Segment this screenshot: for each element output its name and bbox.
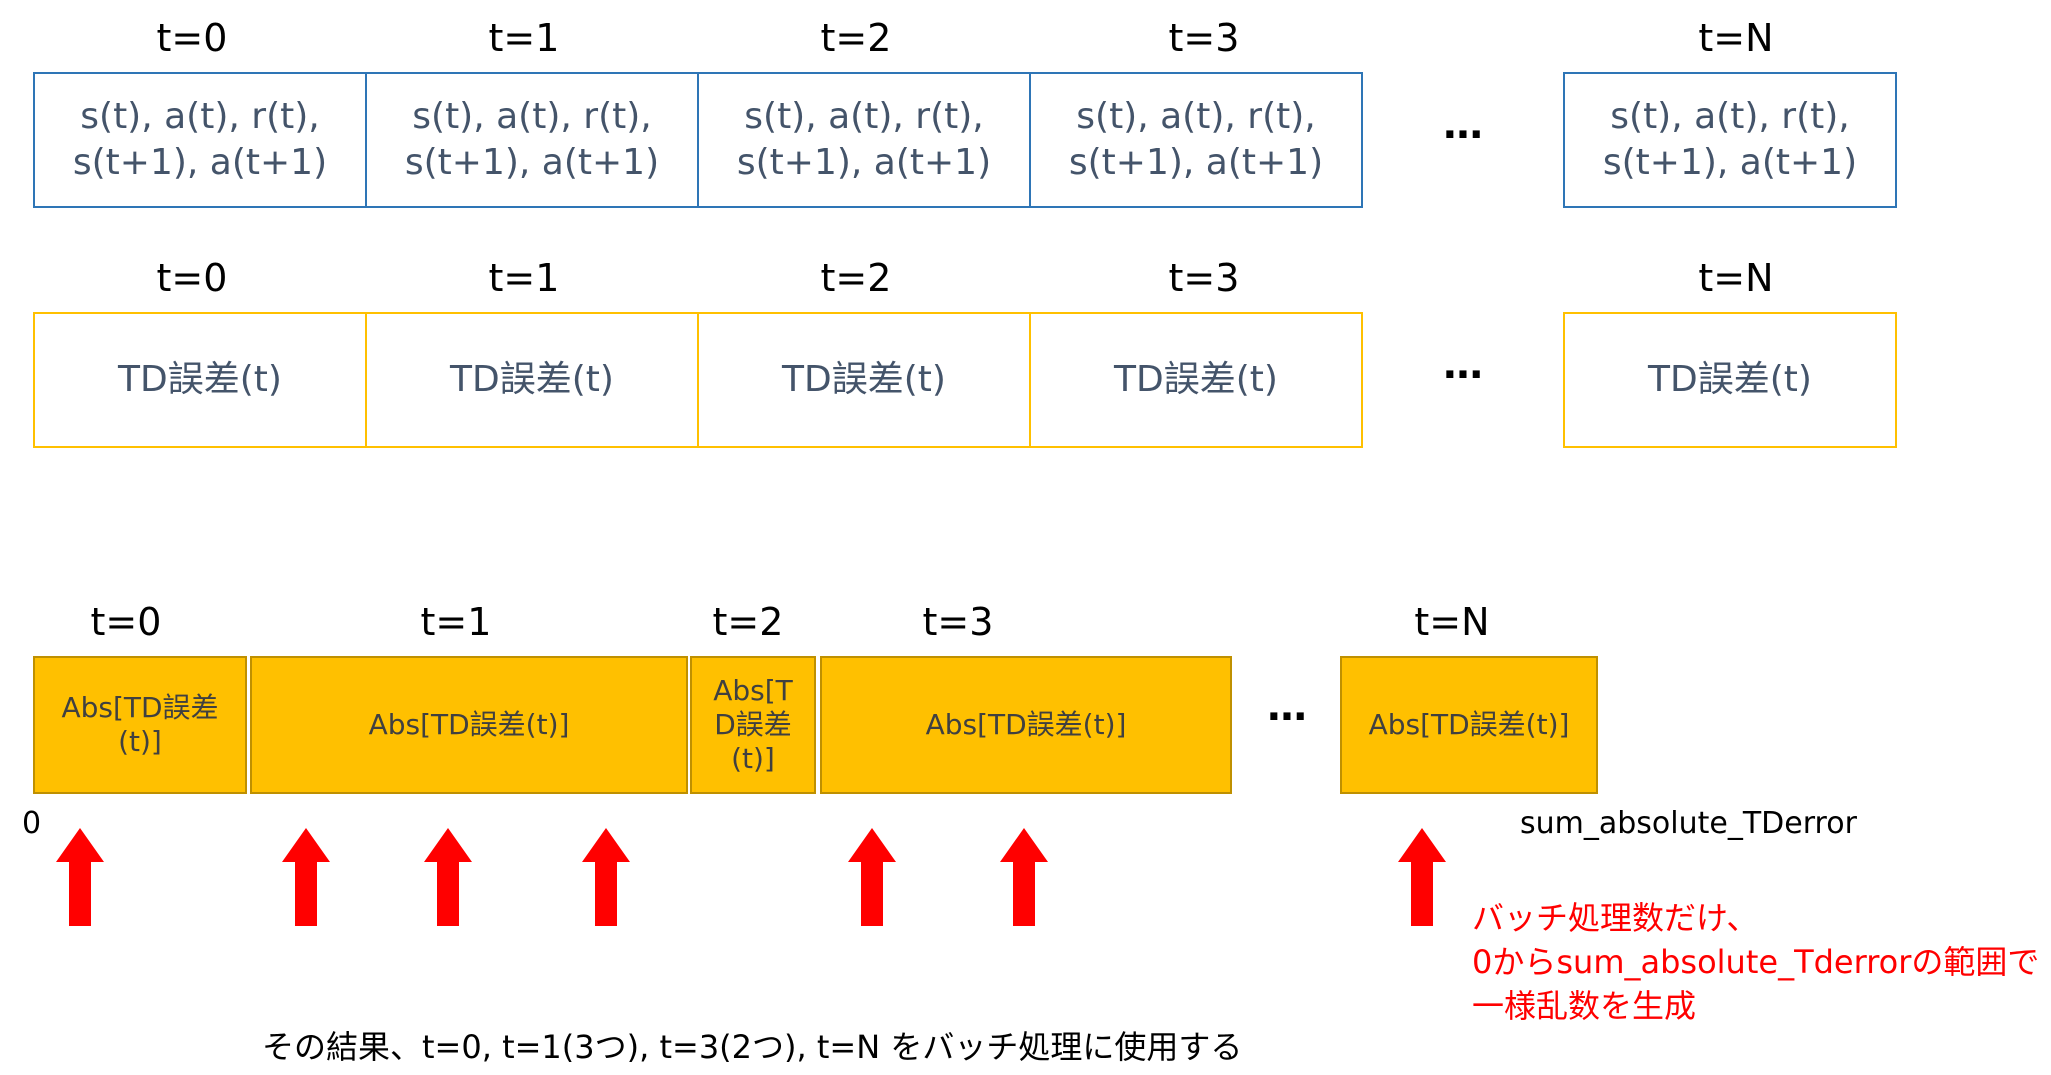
row1-cell-line1: s(t), a(t), r(t), [1610,96,1850,137]
sampling-note-line: バッチ処理数だけ、 [1472,899,1759,937]
row1-cell-line1: s(t), a(t), r(t), [80,96,320,137]
row3-segment-t3: Abs[TD誤差(t)] [820,656,1232,794]
sample-arrow-icon [1398,828,1446,926]
row1-cell-line2: s(t+1), a(t+1) [736,142,992,183]
row1-cell-line1: s(t), a(t), r(t), [1076,96,1316,137]
row3-segment-t1: Abs[TD誤差(t)] [250,656,688,794]
row2-cell-t3: TD誤差(t) [1029,312,1363,448]
row1-cell-line1: s(t), a(t), r(t), [744,96,984,137]
row1-cell-t0: s(t), a(t), r(t), s(t+1), a(t+1) [33,72,367,208]
row2-label-tN: t=N [1698,256,1774,300]
row1-cell-line2: s(t+1), a(t+1) [1068,142,1324,183]
row1-ellipsis: ··· [1442,112,1484,158]
row3-segment-line: (t)] [731,742,775,775]
sampling-note-line: 0からsum_absolute_Tderrorの範囲で [1472,943,2040,981]
sample-arrow-icon [582,828,630,926]
row2-cell-t0: TD誤差(t) [33,312,367,448]
row3-label-t3: t=3 [922,600,994,644]
row1-label-t2: t=2 [820,16,892,60]
row2-label-t3: t=3 [1168,256,1240,300]
row1-label-t0: t=0 [156,16,228,60]
row3-label-t2: t=2 [712,600,784,644]
row3-segment-line: Abs[TD誤差(t)] [1368,708,1570,741]
sample-arrow-icon [1000,828,1048,926]
row3-segment-t0: Abs[TD誤差(t)] [33,656,247,794]
row1-cell-t2: s(t), a(t), r(t), s(t+1), a(t+1) [697,72,1031,208]
row3-segment-line: Abs[T [713,674,793,707]
row3-label-t1: t=1 [420,600,492,644]
range-end-label: sum_absolute_TDerror [1520,806,1857,841]
row3-label-tN: t=N [1414,600,1490,644]
row1-cell-tN: s(t), a(t), r(t), s(t+1), a(t+1) [1563,72,1897,208]
row1-cell-t3: s(t), a(t), r(t), s(t+1), a(t+1) [1029,72,1363,208]
row1-cell-line1: s(t), a(t), r(t), [412,96,652,137]
sampling-note-line: 一様乱数を生成 [1472,987,1697,1025]
row1-label-t3: t=3 [1168,16,1240,60]
range-start-label: 0 [22,806,42,841]
row1-cell-t1: s(t), a(t), r(t), s(t+1), a(t+1) [365,72,699,208]
result-caption: その結果、t=0, t=1(3つ), t=3(2つ), t=N をバッチ処理に使… [262,1028,1243,1066]
row3-segment-line: Abs[TD誤差 [61,691,219,724]
row2-label-t2: t=2 [820,256,892,300]
row3-segment-line: (t)] [118,725,162,758]
sample-arrow-icon [848,828,896,926]
row3-label-t0: t=0 [90,600,162,644]
row2-ellipsis: ··· [1442,352,1484,398]
row3-segment-line: Abs[TD誤差(t)] [368,708,570,741]
row3-segment-line: D誤差 [714,708,792,741]
row1-cell-line2: s(t+1), a(t+1) [72,142,328,183]
row1-cell-line2: s(t+1), a(t+1) [1602,142,1858,183]
row2-cell-tN: TD誤差(t) [1563,312,1897,448]
row1-cell-line2: s(t+1), a(t+1) [404,142,660,183]
row3-segment-tN: Abs[TD誤差(t)] [1340,656,1598,794]
row3-segment-line: Abs[TD誤差(t)] [925,708,1127,741]
sample-arrow-icon [424,828,472,926]
row2-cell-t1: TD誤差(t) [365,312,699,448]
sample-arrow-icon [56,828,104,926]
sample-arrow-icon [282,828,330,926]
row2-label-t1: t=1 [488,256,560,300]
sampling-note: バッチ処理数だけ、 0からsum_absolute_Tderrorの範囲で 一様… [1472,896,2039,1028]
row3-ellipsis: ··· [1266,694,1308,740]
row1-label-tN: t=N [1698,16,1774,60]
row1-label-t1: t=1 [488,16,560,60]
row2-cell-t2: TD誤差(t) [697,312,1031,448]
row2-label-t0: t=0 [156,256,228,300]
